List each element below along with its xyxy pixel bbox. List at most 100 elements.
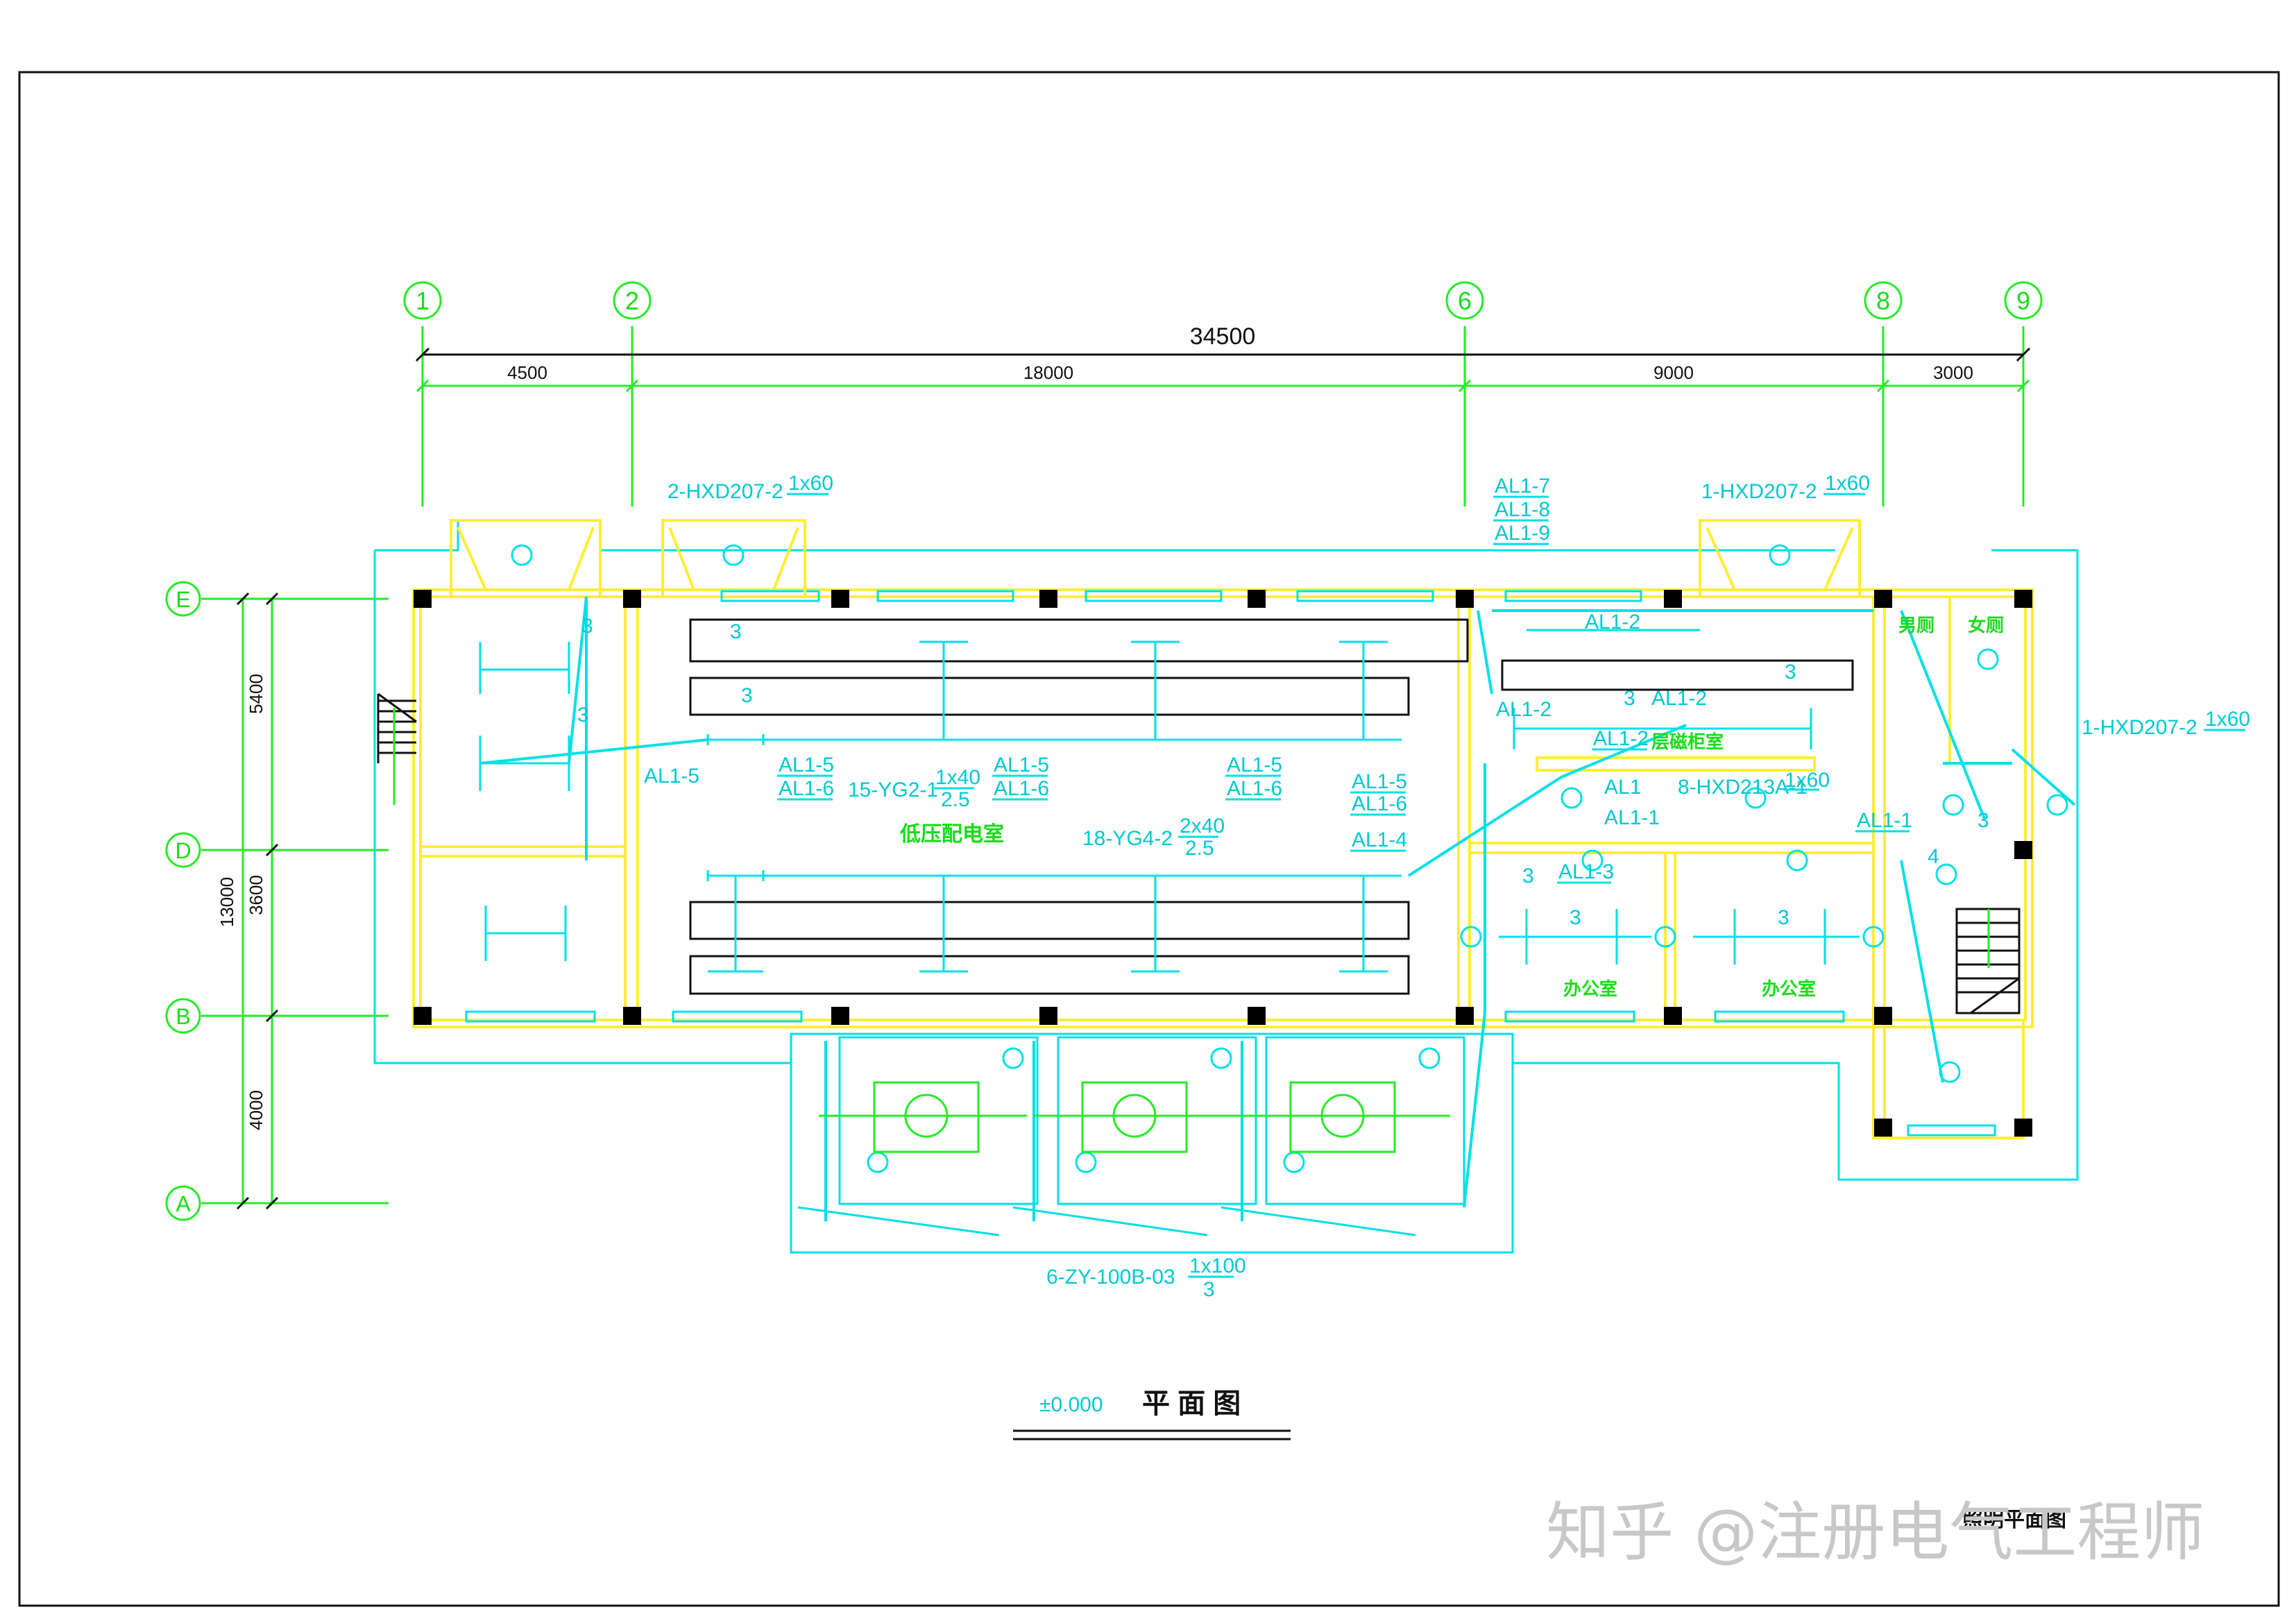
dimension-total: 34500: [415, 323, 2031, 362]
lamp-symbols: [511, 544, 2068, 1173]
fixture-label-yg2: 15-YG2-1 1x40 2.5: [848, 766, 980, 811]
svg-text:3: 3: [1522, 865, 1534, 887]
svg-text:6: 6: [1458, 287, 1472, 315]
svg-text:D: D: [175, 838, 191, 863]
column-axes: [421, 326, 2025, 507]
svg-text:A: A: [176, 1191, 191, 1216]
dimension-vertical: 5400 3600 4000 13000: [216, 592, 279, 1210]
svg-text:2-HXD207-2: 2-HXD207-2: [667, 480, 783, 503]
svg-text:AL1-2: AL1-2: [1496, 698, 1551, 721]
svg-text:AL1-4: AL1-4: [1352, 829, 1407, 851]
svg-text:9000: 9000: [1653, 362, 1694, 383]
svg-text:3: 3: [1978, 809, 1989, 832]
dimension-segments: 4500 18000 9000 3000: [416, 362, 2030, 393]
transformer-2: [1034, 1081, 1242, 1153]
svg-text:1-HXD207-2: 1-HXD207-2: [1701, 480, 1817, 503]
svg-text:3: 3: [581, 615, 593, 638]
canopy-right: [1699, 519, 1861, 598]
axis-bubble-6: 6: [1445, 281, 1484, 320]
circuit-labels: AL1-7 AL1-8 AL1-9 AL1-5 AL1-5 AL1-6 AL1-…: [644, 475, 1912, 884]
svg-text:1x40: 1x40: [935, 766, 980, 789]
svg-text:4: 4: [1928, 845, 1939, 868]
svg-text:3600: 3600: [246, 875, 266, 915]
svg-text:2: 2: [625, 287, 639, 315]
svg-text:E: E: [176, 587, 190, 612]
svg-text:AL1-1: AL1-1: [1857, 809, 1912, 832]
switchgear-cabinets: [689, 618, 1854, 995]
svg-text:34500: 34500: [1190, 323, 1256, 350]
svg-text:4500: 4500: [507, 362, 547, 383]
transformer-bays: [797, 1036, 1465, 1237]
svg-text:办公室: 办公室: [1762, 978, 1816, 999]
structural-columns: [414, 590, 2032, 1137]
svg-text:3: 3: [741, 684, 753, 707]
drawing-title: ±0.000 平 面 图: [1013, 1388, 1291, 1441]
svg-text:1x60: 1x60: [2205, 708, 2250, 731]
fixture-label-hxd213: 8-HXD213A-1 1x60: [1678, 769, 1830, 799]
watermark: 知乎 @注册电气工程师: [1546, 1495, 2204, 1570]
svg-text:AL1-5: AL1-5: [644, 765, 699, 788]
svg-text:AL1-6: AL1-6: [994, 777, 1049, 800]
canopy-left: [450, 519, 602, 598]
svg-text:3: 3: [1570, 906, 1581, 929]
svg-text:AL1-5: AL1-5: [779, 754, 834, 776]
svg-text:8-HXD213A-1: 8-HXD213A-1: [1678, 776, 1808, 799]
svg-text:1: 1: [416, 287, 430, 315]
stair-right: [1955, 908, 2021, 1014]
axis-bubble-E: E: [165, 581, 201, 617]
wire-count-marks: 3 3 3 3 3 3 3 3 3 3 4: [577, 615, 1989, 929]
fixture-label-hxd-east: 1-HXD207-2 1x60: [2082, 708, 2250, 739]
svg-text:2x40: 2x40: [1180, 815, 1225, 838]
svg-text:AL1-8: AL1-8: [1495, 498, 1550, 521]
svg-text:18000: 18000: [1023, 362, 1073, 383]
svg-text:8: 8: [1876, 287, 1890, 315]
svg-text:3000: 3000: [1933, 362, 1973, 383]
svg-text:5400: 5400: [246, 674, 266, 714]
fluorescent-fixtures: [479, 629, 1860, 973]
svg-text:B: B: [176, 1004, 190, 1029]
windows: [465, 590, 1996, 1137]
svg-text:3: 3: [1778, 906, 1789, 929]
svg-text:18-YG4-2: 18-YG4-2: [1082, 827, 1173, 850]
svg-text:层磁柜室: 层磁柜室: [1651, 731, 1724, 752]
svg-text:±0.000: ±0.000: [1039, 1393, 1103, 1416]
axis-bubble-8: 8: [1864, 281, 1903, 320]
svg-text:6-ZY-100B-03: 6-ZY-100B-03: [1046, 1266, 1175, 1289]
svg-text:AL1-1: AL1-1: [1604, 806, 1660, 829]
svg-text:3: 3: [577, 704, 589, 726]
svg-text:3: 3: [730, 620, 742, 643]
svg-text:1x60: 1x60: [1825, 472, 1870, 495]
room-labels: 低压配电室 层磁柜室 办公室 办公室 男厕 女厕: [899, 615, 2004, 999]
drawing-border: [18, 71, 2280, 1607]
fixture-label-hxd-left: 2-HXD207-2 1x60: [667, 472, 833, 503]
wiring: [479, 596, 2076, 1221]
fixture-label-yg4: 18-YG4-2 2x40 2.5: [1082, 815, 1225, 860]
svg-text:3: 3: [1785, 661, 1796, 683]
row-axes: [201, 597, 389, 1205]
svg-text:AL1: AL1: [1604, 776, 1641, 799]
svg-text:低压配电室: 低压配电室: [899, 822, 1004, 846]
svg-text:AL1-6: AL1-6: [1227, 777, 1282, 800]
svg-text:女厕: 女厕: [1968, 615, 2004, 636]
svg-text:AL1-5: AL1-5: [994, 754, 1049, 776]
svg-text:4000: 4000: [246, 1090, 266, 1130]
axis-bubble-1: 1: [403, 281, 442, 320]
svg-text:平 面 图: 平 面 图: [1142, 1388, 1241, 1419]
svg-text:AL1-6: AL1-6: [1352, 792, 1407, 815]
svg-text:9: 9: [2016, 287, 2030, 315]
svg-text:AL1-2: AL1-2: [1651, 687, 1707, 710]
axis-bubble-B: B: [165, 998, 201, 1034]
building-outline: [373, 519, 2079, 1254]
svg-text:2.5: 2.5: [1185, 837, 1214, 860]
svg-text:1x60: 1x60: [1785, 769, 1830, 792]
svg-text:3: 3: [1624, 687, 1635, 710]
axis-bubble-A: A: [165, 1185, 201, 1221]
svg-text:13000: 13000: [216, 877, 237, 927]
stair-left: [377, 692, 417, 805]
svg-text:办公室: 办公室: [1563, 978, 1617, 999]
svg-text:AL1-5: AL1-5: [1352, 770, 1407, 793]
axis-bubble-9: 9: [2004, 281, 2043, 320]
svg-text:15-YG2-1: 15-YG2-1: [848, 779, 938, 801]
fixture-label-zy: 6-ZY-100B-03 1x100 3: [1046, 1255, 1246, 1301]
